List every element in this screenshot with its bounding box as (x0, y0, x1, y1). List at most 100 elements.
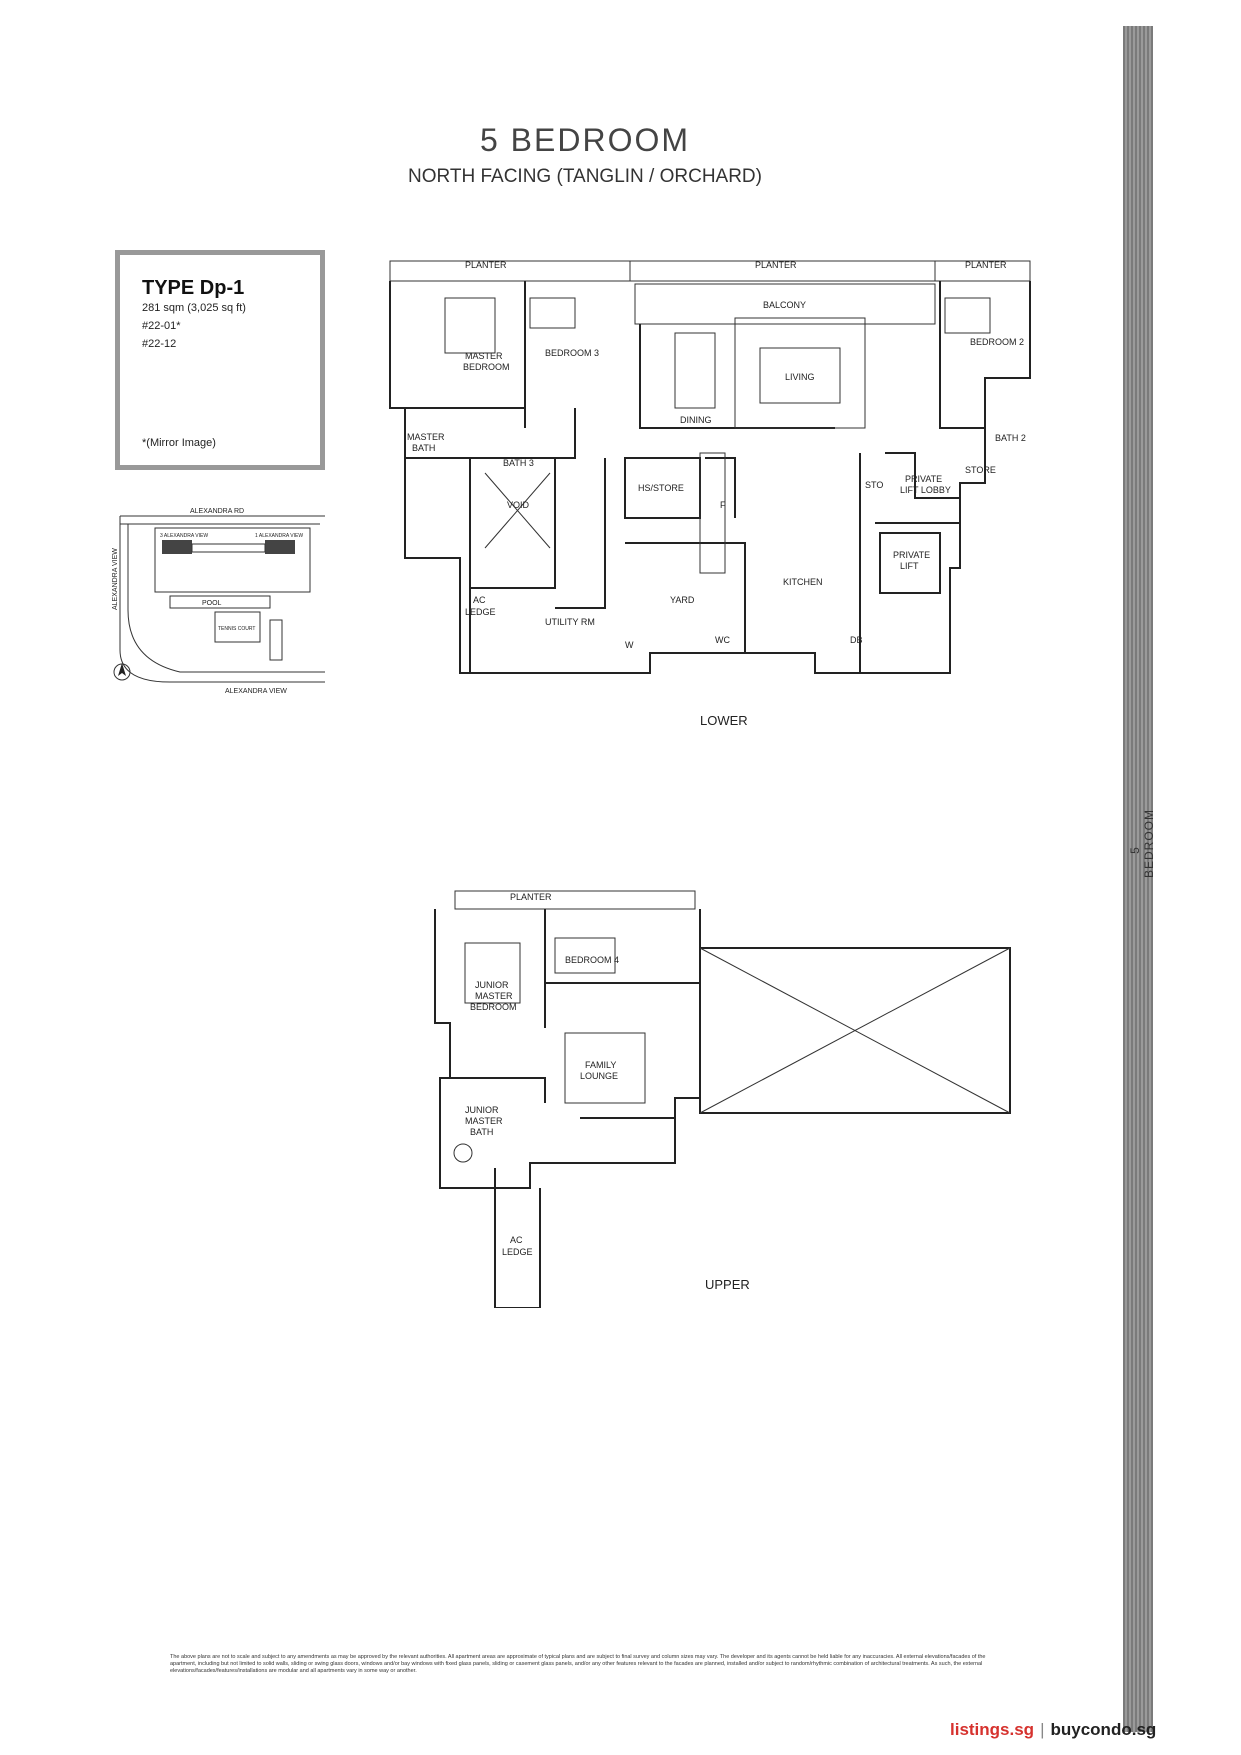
planter-label: PLANTER (510, 892, 552, 902)
interior-wall (939, 281, 985, 429)
bedroom4-label: BEDROOM 4 (565, 955, 619, 965)
bath-basin (453, 1143, 473, 1163)
side-tab-strip (1123, 26, 1153, 1732)
living-label: LIVING (785, 372, 815, 382)
exterior-wall (434, 909, 701, 1189)
master-bedroom-label: MASTER (465, 351, 503, 361)
roof-void-cross (699, 947, 1011, 1114)
road-label: ALEXANDRA VIEW (225, 688, 287, 695)
page-subtitle: NORTH FACING (TANGLIN / ORCHARD) (408, 166, 762, 187)
hs-store-label: HS/STORE (638, 483, 684, 493)
junior-master-bath-label: BATH (470, 1127, 493, 1137)
fridge-label: F (720, 500, 726, 510)
store-label: STORE (965, 465, 996, 475)
kitchen-counter (699, 452, 726, 574)
block-3-alexandra (162, 540, 192, 554)
db-label: DB (850, 635, 863, 645)
interior-wall (555, 458, 606, 609)
tennis-court (214, 611, 261, 643)
interior-wall (470, 458, 556, 589)
interior-wall (450, 1077, 546, 1103)
dining-table (674, 332, 716, 409)
link-bridge (191, 543, 266, 553)
disclaimer-text: The above plans are not to scale and sub… (170, 1654, 986, 1674)
junior-master-bedroom-label: JUNIOR (475, 980, 509, 990)
block-label: 1 ALEXANDRA VIEW (255, 533, 303, 539)
master-bedroom-label: BEDROOM (463, 362, 510, 372)
unit-area: 281 sqm (3,025 sq ft) (142, 302, 246, 314)
block-1-alexandra (265, 540, 295, 554)
watermark-separator: | (1040, 1720, 1045, 1739)
bedroom3-label: BEDROOM 3 (545, 348, 599, 358)
void-label: VOID (507, 500, 530, 510)
road-label: ALEXANDRA RD (190, 508, 244, 515)
ac-ledge-wall (494, 1168, 541, 1308)
junior-master-bedroom-label: MASTER (475, 991, 513, 1001)
north-arrow-icon (113, 663, 131, 681)
family-lounge-label: FAMILY (585, 1060, 616, 1070)
roof-void (699, 947, 1011, 1114)
master-bed (444, 297, 496, 354)
wc-label: WC (715, 635, 730, 645)
unit-info-box: TYPE Dp-1 281 sqm (3,025 sq ft) #22-01* … (115, 250, 325, 470)
pool-shape (169, 595, 271, 609)
road-line (127, 524, 325, 673)
road-line (119, 649, 325, 683)
interior-wall (405, 408, 576, 459)
ac-ledge-label: AC (510, 1235, 523, 1245)
bedroom2-bed (944, 297, 991, 334)
master-bath-label: BATH (412, 443, 435, 453)
private-lift-shaft (879, 532, 941, 594)
bedroom4-bed (554, 937, 616, 974)
lift-lobby-label: LIFT LOBBY (900, 485, 951, 495)
exterior-wall (389, 281, 1031, 674)
kitchen-label: KITCHEN (783, 577, 823, 587)
lower-caption: LOWER (700, 713, 748, 728)
ac-ledge-label: LEDGE (502, 1247, 533, 1257)
private-lift-label: PRIVATE (893, 550, 930, 560)
ac-ledge-label: LEDGE (465, 607, 496, 617)
unit-type: TYPE Dp-1 (142, 277, 245, 299)
block-label: 3 ALEXANDRA VIEW (160, 533, 208, 539)
upper-floor-plan: PLANTER JUNIOR MASTER BEDROOM BEDROOM 4 … (434, 890, 1011, 1308)
unit-number: #22-01* (142, 320, 181, 332)
interior-wall (625, 542, 746, 653)
planter-strip (389, 260, 1031, 282)
dining-label: DINING (680, 415, 712, 425)
junior-master-bath-label: JUNIOR (465, 1105, 499, 1115)
interior-wall (705, 457, 736, 518)
ac-ledge-label: AC (473, 595, 486, 605)
lower-floor-plan: PLANTER PLANTER PLANTER BALCONY MASTER B… (389, 260, 1031, 674)
interior-wall (885, 452, 960, 499)
washer-label: W (625, 640, 634, 650)
tennis-label: TENNIS COURT (218, 626, 255, 632)
side-tab-label: 5 BEDROOM (1128, 808, 1156, 878)
bedroom2-label: BEDROOM 2 (970, 337, 1024, 347)
mirror-note: *(Mirror Image) (142, 437, 216, 449)
road-label: ALEXANDRA VIEW (112, 548, 119, 610)
void-cross (484, 472, 551, 549)
planter-label: PLANTER (465, 260, 507, 270)
sto-label: STO (865, 480, 883, 490)
watermark-buycondo[interactable]: buycondo.sg (1050, 1720, 1157, 1739)
family-lounge-area (564, 1032, 646, 1104)
upper-caption: UPPER (705, 1277, 750, 1292)
planter-label: PLANTER (965, 260, 1007, 270)
balcony-area (634, 283, 936, 325)
site-structure (269, 619, 283, 661)
site-boundary (154, 527, 311, 593)
unit-number: #22-12 (142, 338, 177, 350)
lift-lobby-label: PRIVATE (905, 474, 942, 484)
junior-master-bed (464, 942, 521, 1004)
site-plan: ALEXANDRA RD ALEXANDRA VIEW ALEXANDRA VI… (112, 508, 325, 695)
family-lounge-label: LOUNGE (580, 1071, 618, 1081)
planter-strip (454, 890, 696, 910)
watermark-listings[interactable]: listings.sg (950, 1720, 1035, 1739)
planter-label: PLANTER (755, 260, 797, 270)
pool-label: POOL (202, 600, 222, 607)
bath3-label: BATH 3 (503, 458, 534, 468)
private-lift-label: LIFT (900, 561, 919, 571)
yard-label: YARD (670, 595, 695, 605)
balcony-label: BALCONY (763, 300, 806, 310)
living-area (734, 317, 866, 429)
